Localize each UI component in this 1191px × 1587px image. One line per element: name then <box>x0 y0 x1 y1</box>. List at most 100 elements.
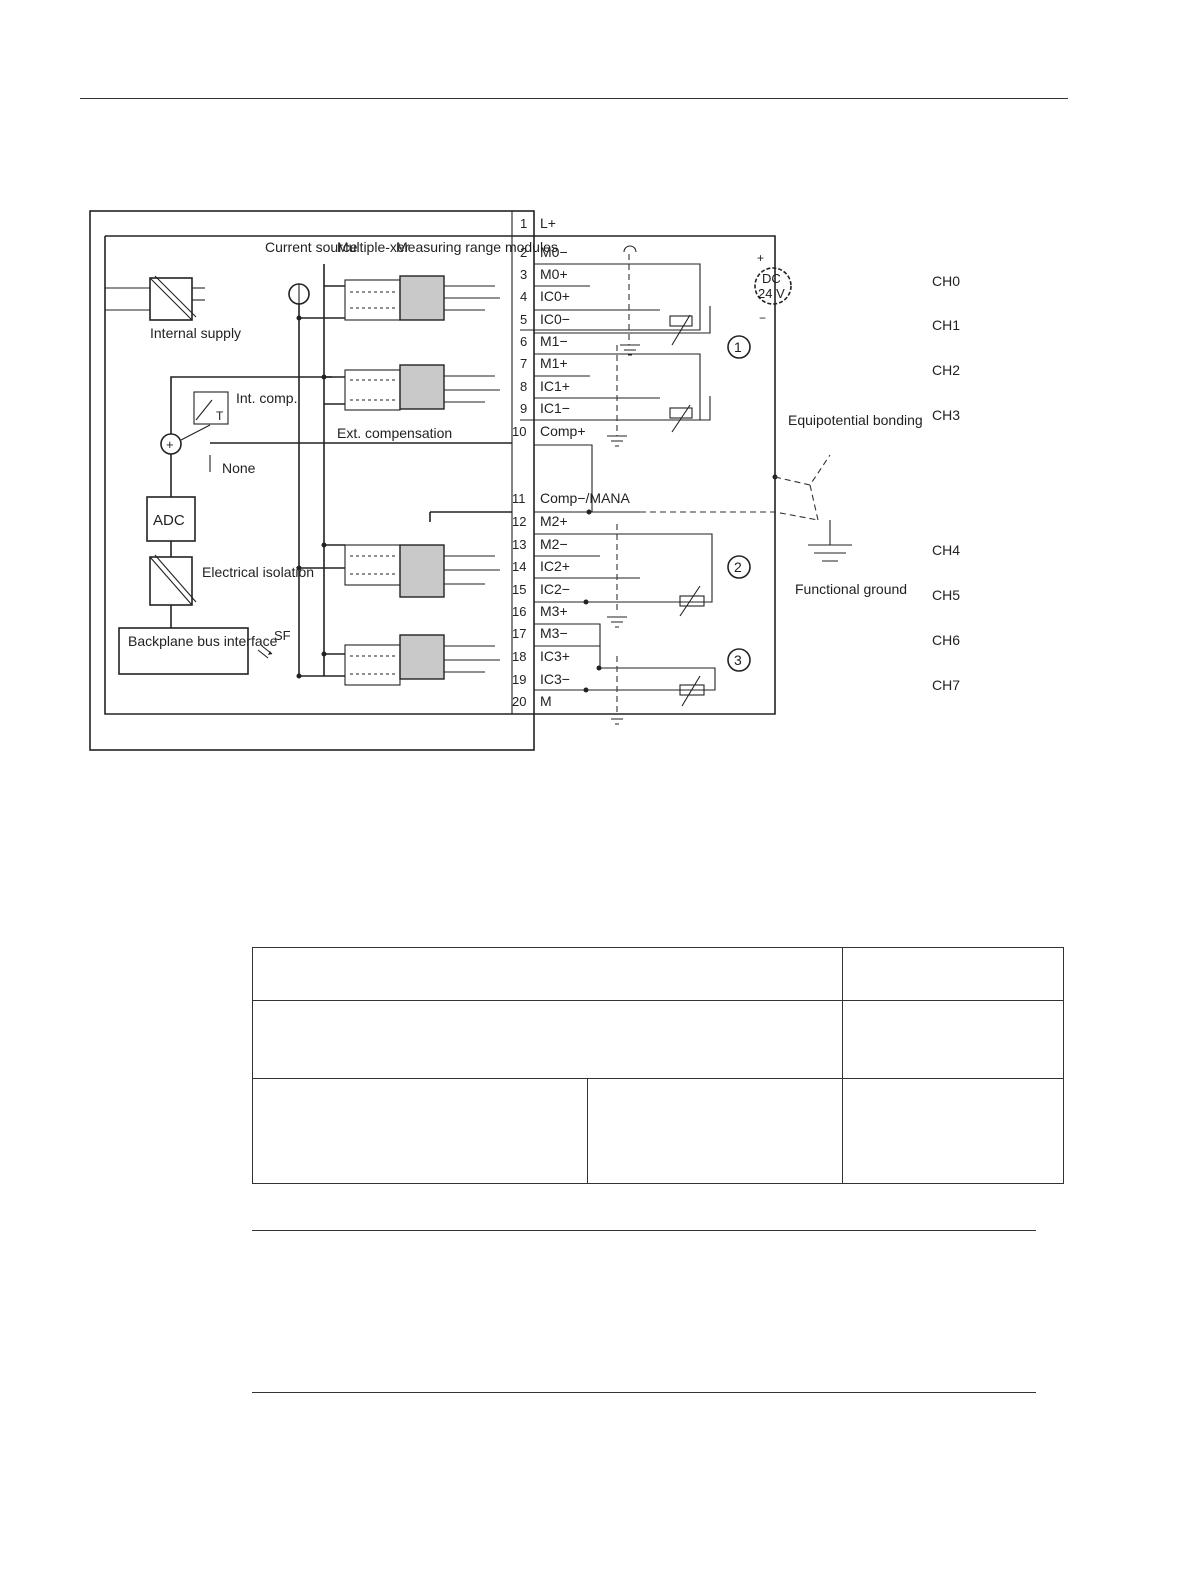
table-row <box>252 947 1065 1001</box>
table-cell <box>841 947 1065 1001</box>
terminal-11-num: 11 <box>512 491 526 506</box>
terminal-5-num: 5 <box>520 312 527 327</box>
current-source-label: Current source <box>265 239 358 255</box>
channel-label-ch6: CH6 <box>932 632 960 648</box>
channel-label-ch4: CH4 <box>932 542 960 558</box>
terminal-20-name: M <box>540 693 552 709</box>
note-rule-bottom <box>252 1392 1036 1393</box>
channel-group-1 <box>344 364 500 411</box>
terminal-20-num: 20 <box>512 694 526 709</box>
multiplexer-label: Multiple-xer <box>337 239 410 255</box>
supply-plus: + <box>757 251 764 265</box>
range-module-1 <box>399 364 445 410</box>
terminal-11-name: Comp−/MANA <box>540 490 631 506</box>
table-cell <box>841 1078 1065 1184</box>
table-cell <box>252 1000 843 1079</box>
terminal-13-name: M2− <box>540 536 568 552</box>
sf-led-icon <box>257 645 273 659</box>
equipotential-bonding-lines <box>640 454 831 521</box>
t-label: T <box>216 409 224 423</box>
marker-circle-3 <box>727 648 751 672</box>
terminal-9-name: IC1− <box>540 400 570 416</box>
terminal-10-name: Comp+ <box>540 423 586 439</box>
backplane-bus-label: Backplane bus interface <box>128 633 278 649</box>
range-module-0 <box>399 275 445 321</box>
internal-supply-block: Internal supply <box>105 275 241 341</box>
terminal-4-name: IC0+ <box>540 288 570 304</box>
terminal-15-num: 15 <box>512 582 526 597</box>
marker-1-label: 1 <box>734 339 742 355</box>
module-frame <box>89 210 535 751</box>
marker-circle-2 <box>727 555 751 579</box>
channel-group-2 <box>344 544 500 598</box>
internal-supply-label: Internal supply <box>150 325 241 341</box>
equipotential-label: Equipotential bonding <box>788 412 923 428</box>
int-comp-sensor <box>193 391 229 425</box>
none-label: None <box>222 460 256 476</box>
terminal-6-num: 6 <box>520 334 527 349</box>
terminal-2-num: 2 <box>520 245 527 260</box>
ch0-wiring <box>520 263 701 331</box>
backplane-bus-block <box>118 627 249 675</box>
channel-group-0 <box>344 275 500 321</box>
channel-label-ch0: CH0 <box>932 273 960 289</box>
functional-ground-icon <box>808 520 852 562</box>
marker-3-label: 3 <box>734 652 742 668</box>
terminal-6-name: M1− <box>540 333 568 349</box>
note-rule-top <box>252 1230 1036 1231</box>
electrical-isolation-label: Electrical isolation <box>202 564 314 580</box>
terminal-7-name: M1+ <box>540 355 568 371</box>
terminal-5-name: IC0− <box>540 311 570 327</box>
terminal-18-name: IC3+ <box>540 648 570 664</box>
terminal-7-num: 7 <box>520 356 527 371</box>
terminal-10-num: 10 <box>512 424 526 439</box>
compensation-switch <box>180 424 211 441</box>
channel-label-ch3: CH3 <box>932 407 960 423</box>
terminal-8-num: 8 <box>520 379 527 394</box>
header-rule <box>80 98 1068 99</box>
spec-table <box>252 947 1065 1184</box>
ch2-wiring <box>534 533 713 603</box>
table-cell <box>252 947 843 1001</box>
channel-label-ch5: CH5 <box>932 587 960 603</box>
terminal-8-name: IC1+ <box>540 378 570 394</box>
terminal-14-num: 14 <box>512 559 526 574</box>
terminal-strip: 1 L+ 2 M0− 3 M0+ 4 IC0+ 5 IC0− 6 M1− 7 M… <box>512 215 631 709</box>
terminal-3-name: M0+ <box>540 266 568 282</box>
table-cell <box>586 1078 843 1184</box>
rtd-sensor-3 <box>679 675 705 707</box>
wiring-diagram: Internal supply + ADC Electrical isolati… <box>89 210 960 751</box>
rtd-sensor-1 <box>669 314 693 346</box>
table-cell <box>252 1078 588 1184</box>
dc-supply-icon <box>754 267 792 305</box>
rtd-sensor-1b <box>669 404 693 433</box>
range-module-2 <box>399 544 445 598</box>
terminal-19-name: IC3− <box>540 671 570 687</box>
channel-group-3 <box>344 634 500 686</box>
terminal-16-name: M3+ <box>540 603 568 619</box>
supply-line1: DC <box>762 271 781 286</box>
ext-compensation-label: Ext. compensation <box>337 425 452 441</box>
rtd-sensor-2 <box>679 585 705 617</box>
supply-line2: 24 V <box>758 286 785 301</box>
terminal-15-name: IC2− <box>540 581 570 597</box>
summing-plus-sign: + <box>166 437 174 452</box>
terminal-1-num: 1 <box>520 216 527 231</box>
adc-label: ADC <box>153 512 185 529</box>
terminal-9-num: 9 <box>520 401 527 416</box>
terminal-18-num: 18 <box>512 649 526 664</box>
terminal-16-num: 16 <box>512 604 526 619</box>
ch3-wiring <box>534 623 716 691</box>
supply-bus <box>104 235 776 715</box>
table-row <box>252 1078 1065 1184</box>
sf-label: SF <box>274 628 291 643</box>
supply-minus: − <box>759 311 766 325</box>
marker-2-label: 2 <box>734 559 742 575</box>
marker-circle-1 <box>727 335 751 359</box>
terminal-12-num: 12 <box>512 514 526 529</box>
terminal-19-num: 19 <box>512 672 526 687</box>
terminal-1-name: L+ <box>540 215 556 231</box>
channel-label-ch2: CH2 <box>932 362 960 378</box>
terminal-2-name: M0− <box>540 244 568 260</box>
channel-label-ch1: CH1 <box>932 317 960 333</box>
